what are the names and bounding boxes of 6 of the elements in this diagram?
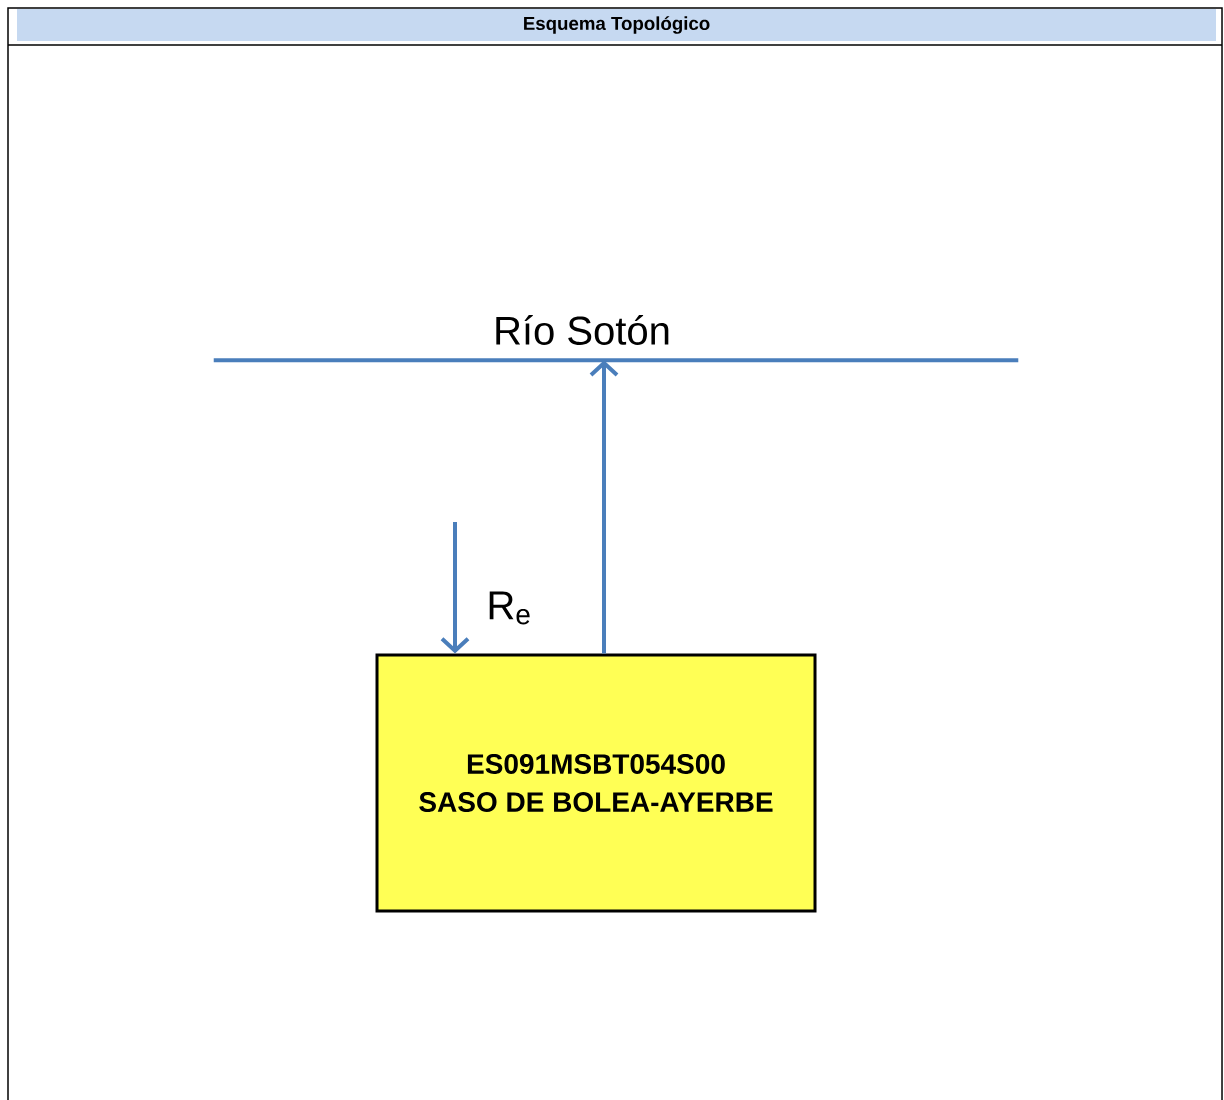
header-band: Esquema Topológico	[17, 9, 1216, 41]
arrow	[440, 522, 470, 654]
arrow	[589, 360, 619, 654]
river: Río Sotón	[213, 315, 1019, 363]
process-box: ES091MSBT054S00 SASO DE BOLEA-AYERBE	[375, 653, 817, 913]
edge-label: R$_{e}$	[489, 591, 530, 625]
